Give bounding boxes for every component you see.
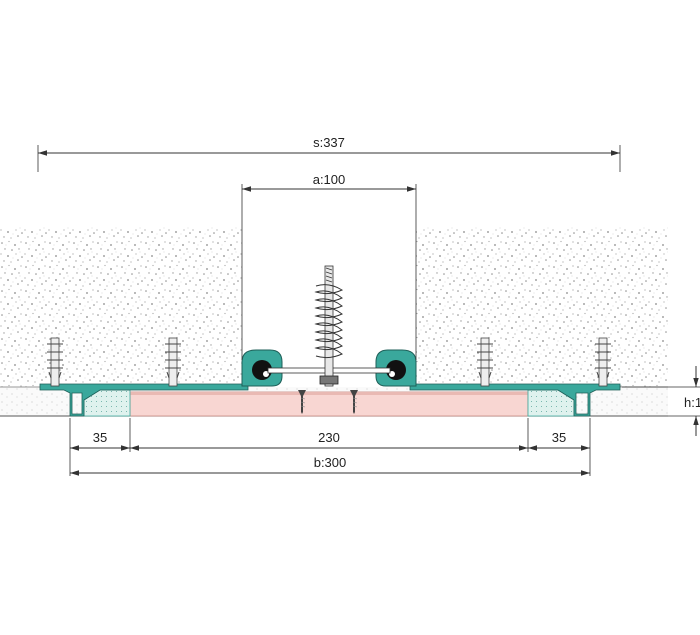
central-bolt xyxy=(314,265,344,387)
dimension-s: s:337 xyxy=(37,135,621,172)
screw-left xyxy=(298,390,306,414)
anchor-1 xyxy=(47,337,63,387)
seal-left-highlight xyxy=(263,371,269,377)
anchor-3 xyxy=(477,337,493,387)
center-insert xyxy=(129,391,529,417)
profile-left xyxy=(39,383,249,417)
concrete-slab-right xyxy=(416,227,668,387)
dimension-h-label: h:1 xyxy=(684,395,700,410)
center-insert-top xyxy=(130,392,528,395)
dimension-center-label: 230 xyxy=(318,430,340,445)
concrete-slab-left xyxy=(0,227,242,387)
screw-right xyxy=(350,390,358,414)
profile-right xyxy=(409,383,621,417)
dimension-a: a:100 xyxy=(241,172,417,360)
anchor-2 xyxy=(165,337,181,387)
dimension-s-label: s:337 xyxy=(313,135,345,150)
seal-right-highlight xyxy=(389,371,395,377)
dimension-b-label: b:300 xyxy=(314,455,347,470)
dimension-segments: 35 230 35 xyxy=(69,418,591,476)
dimension-h: h:1 xyxy=(622,366,700,436)
dimension-right-flange-label: 35 xyxy=(552,430,566,445)
anchor-4 xyxy=(595,337,611,387)
dimension-a-label: a:100 xyxy=(313,172,346,187)
dimension-b: b:300 xyxy=(70,455,590,476)
dimension-left-flange-label: 35 xyxy=(93,430,107,445)
